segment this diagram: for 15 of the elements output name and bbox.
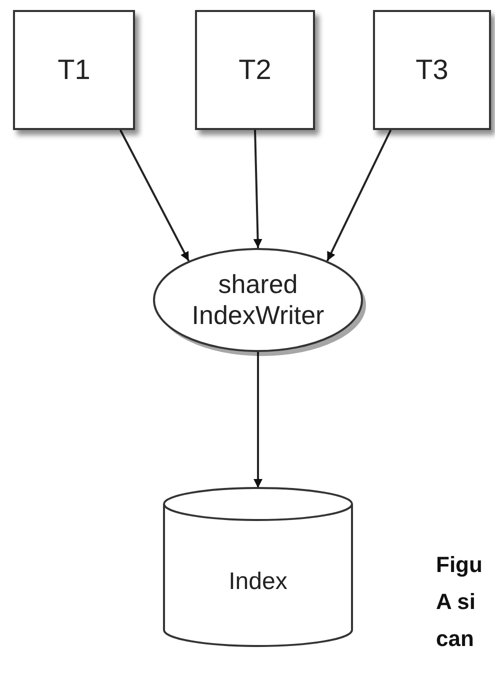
caption-text: can xyxy=(436,626,474,652)
caption-text: Figu xyxy=(436,552,482,578)
arrow xyxy=(326,130,392,262)
thread-box xyxy=(195,10,315,130)
thread-box xyxy=(373,10,491,130)
arrow xyxy=(253,130,262,248)
node-label: T1 xyxy=(56,53,92,87)
node-label: T2 xyxy=(238,53,272,87)
thread-box xyxy=(13,10,135,130)
caption-text: A si xyxy=(436,589,476,615)
node-label: T3 xyxy=(414,53,450,87)
arrow xyxy=(254,352,262,488)
database-cylinder xyxy=(163,488,353,646)
arrow xyxy=(119,130,190,262)
node-label: Index xyxy=(228,566,288,596)
